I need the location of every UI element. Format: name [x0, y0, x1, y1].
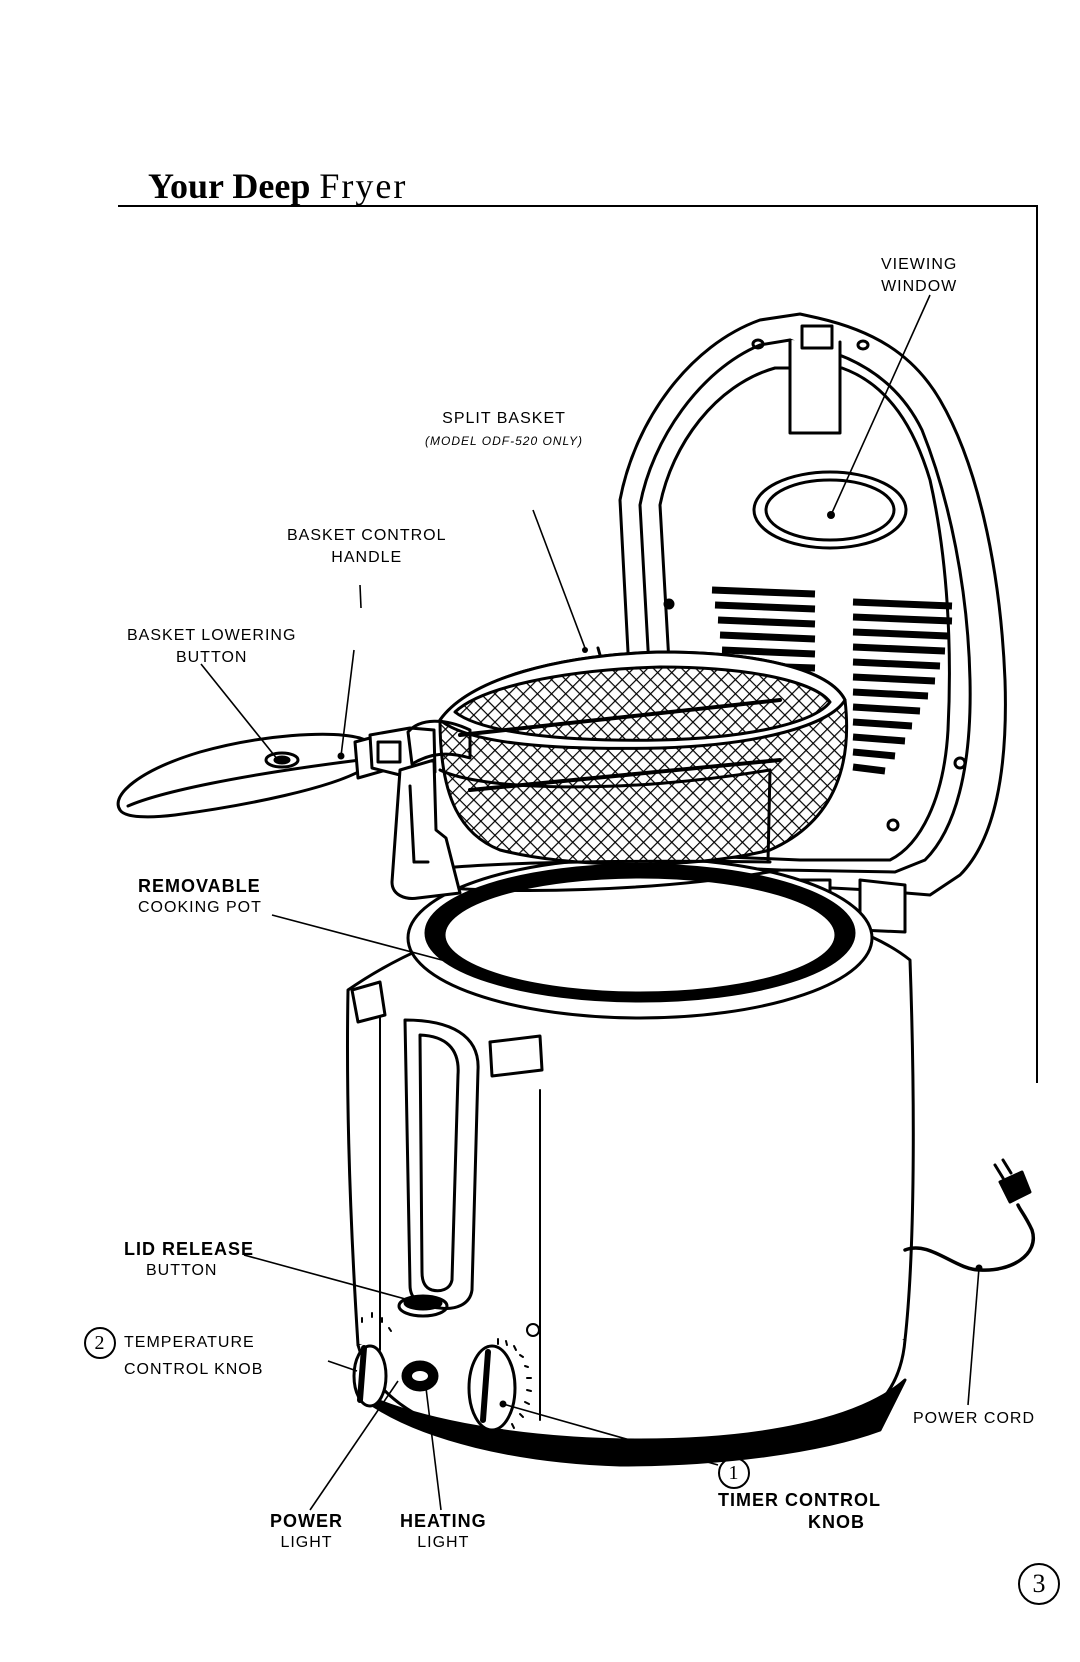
title-bold: Your Deep [148, 166, 311, 206]
split-basket [408, 646, 849, 892]
label-line: BUTTON [146, 1262, 218, 1279]
power-cord [903, 1158, 1036, 1272]
label-heating-light: HEATING LIGHT [400, 1510, 487, 1554]
label-line: HANDLE [331, 549, 403, 566]
callout-number-1: 1 [718, 1457, 750, 1489]
label-line: TEMPERATURE [124, 1334, 255, 1352]
label-removable-cooking-pot: REMOVABLE COOKING POT [138, 875, 262, 919]
label-lid-release-button: LID RELEASE BUTTON [124, 1238, 254, 1282]
label-line: LID RELEASE [124, 1239, 255, 1259]
title-rule [118, 205, 1038, 207]
basket-handle-assembly [116, 719, 472, 900]
label-model-note: (MODEL ODF-520 ONLY) [425, 434, 584, 448]
label-viewing-window: VIEWING WINDOW [881, 254, 957, 298]
label-line: CONTROL KNOB [124, 1361, 264, 1378]
title-light: Fryer [319, 166, 408, 206]
label-line: TIMER CONTROL [718, 1490, 881, 1510]
cooking-pot [406, 856, 874, 1020]
label-power-cord: POWER CORD [913, 1410, 1035, 1427]
callout-number-2: 2 [84, 1327, 116, 1359]
label-line: LIGHT [417, 1534, 470, 1551]
side-rule [1036, 205, 1038, 1083]
label-line: REMOVABLE [138, 876, 261, 896]
label-line: WINDOW [881, 278, 958, 295]
label-line: BASKET LOWERING [127, 627, 297, 644]
label-basket-control-handle: BASKET CONTROL HANDLE [287, 525, 447, 569]
page-number: 3 [1018, 1563, 1060, 1605]
label-basket-lowering-button: BASKET LOWERING BUTTON [127, 625, 296, 669]
label-temperature-control-knob: 2 TEMPERATURE CONTROL KNOB [84, 1327, 263, 1381]
label-power-light: POWER LIGHT [270, 1510, 343, 1554]
label-split-basket: SPLIT BASKET (MODEL ODF-520 ONLY) [425, 408, 583, 452]
control-panel [352, 1312, 540, 1437]
label-line: SPLIT BASKET [442, 410, 566, 427]
label-line: BUTTON [175, 649, 248, 666]
label-line: HEATING [400, 1511, 487, 1531]
label-line: BASKET CONTROL [287, 527, 447, 544]
label-line: LIGHT [280, 1534, 333, 1551]
label-line: KNOB [808, 1512, 865, 1532]
label-line: POWER [270, 1511, 344, 1531]
label-line: COOKING POT [138, 899, 262, 916]
label-line: VIEWING [881, 256, 958, 273]
page-title: Your Deep Fryer [148, 168, 407, 204]
